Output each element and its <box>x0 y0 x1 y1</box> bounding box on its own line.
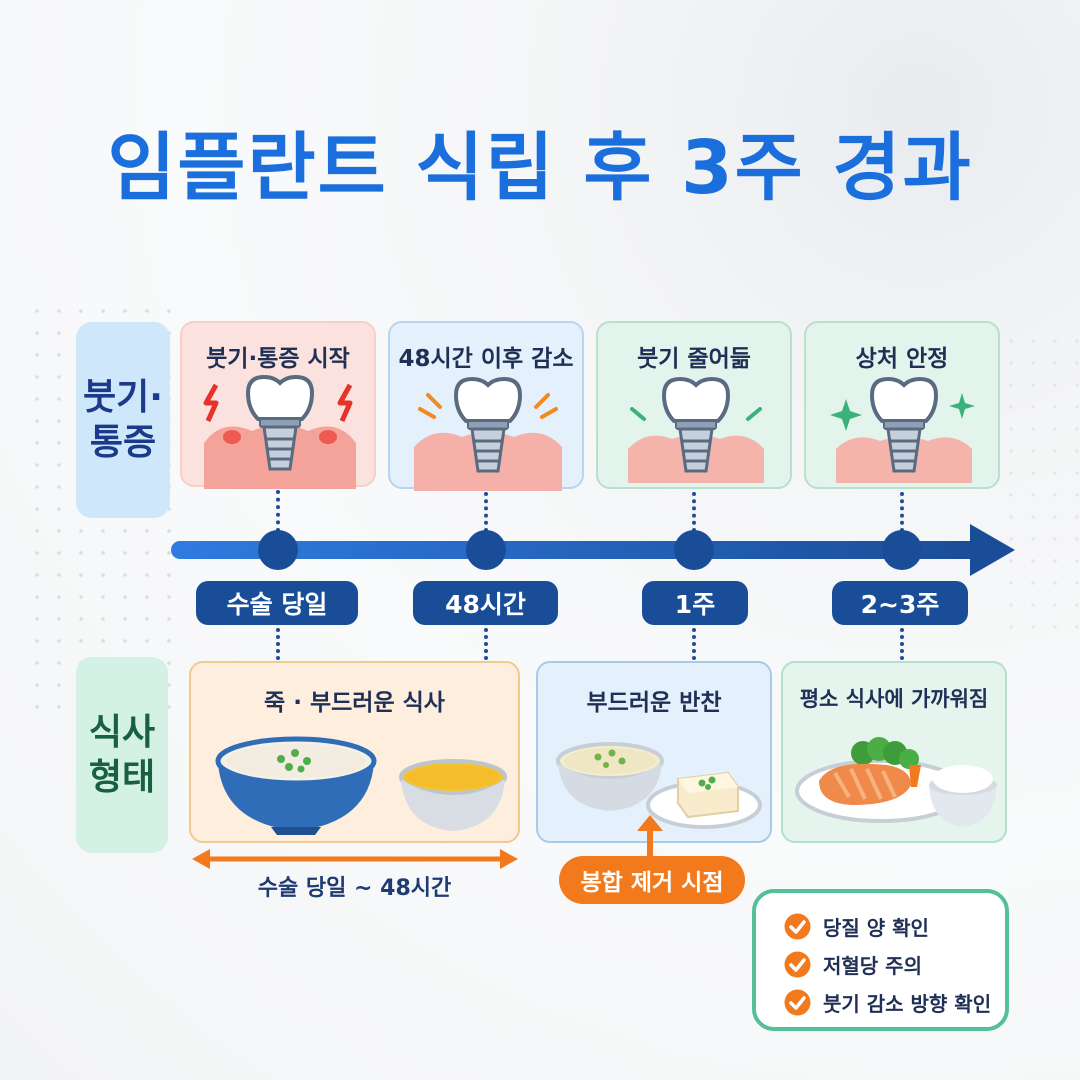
porridge-bowl-icon <box>215 736 507 835</box>
row-label-swelling-line2: 통증 <box>89 422 157 463</box>
row-label-meal-line1: 식사 <box>88 712 156 753</box>
stage-card-day0: 붓기·통증 시작 <box>180 321 376 489</box>
implant-stable-icon <box>830 376 975 483</box>
meal-card-porridge: 죽 · 부드러운 식사 <box>189 661 520 843</box>
implant-healing-icon <box>628 376 764 483</box>
suture-removal-badge: 봉합 제거 시점 <box>559 856 745 904</box>
dot-pattern-right <box>1000 330 1080 630</box>
timepoint-1w: 1주 <box>642 581 748 625</box>
meal-card-soft-side: 부드러운 반찬 <box>536 661 772 843</box>
stage-title-day0: 붓기·통증 시작 <box>206 346 350 372</box>
timeline-arrow <box>171 524 1015 576</box>
check-text: 당질 양 확인 <box>823 915 929 940</box>
check-item: 저혈당 주의 <box>784 945 1005 983</box>
connector-3w-upper <box>900 492 904 532</box>
check-item: 당질 양 확인 <box>784 907 1005 945</box>
row-label-meal: 식사 형태 <box>76 657 168 853</box>
stage-title-1w: 붓기 줄어듦 <box>637 346 751 372</box>
check-item: 붓기 감소 방향 확인 <box>784 983 1005 1021</box>
connector-3w-lower <box>900 628 904 660</box>
row-label-swelling-line1: 붓기· <box>83 377 163 418</box>
salmon-meal-icon <box>795 737 997 827</box>
range-label: 수술 당일 ~ 48시간 <box>257 876 452 901</box>
meal-title-soft-side: 부드러운 반찬 <box>586 690 722 716</box>
meal-card-normal: 평소 식사에 가까워짐 <box>781 661 1007 843</box>
up-arrow-icon <box>637 815 663 859</box>
row-label-meal-line2: 형태 <box>88 757 156 798</box>
meal-title-normal: 평소 식사에 가까워짐 <box>799 687 989 711</box>
check-circle-icon <box>784 913 811 939</box>
check-circle-icon <box>784 989 811 1015</box>
connector-48h-upper <box>484 492 488 532</box>
stage-card-3w: 상처 안정 <box>804 321 1000 489</box>
connector-48h-lower <box>484 628 488 660</box>
range-arrow <box>192 849 518 869</box>
check-text: 저혈당 주의 <box>823 953 922 978</box>
connector-1w-lower <box>692 628 696 660</box>
connector-day0-lower <box>276 628 280 660</box>
soft-side-dish-icon <box>556 742 762 829</box>
timepoint-day0: 수술 당일 <box>196 581 358 625</box>
row-label-swelling: 붓기· 통증 <box>76 322 170 518</box>
checklist-box: 당질 양 확인 저혈당 주의 붓기 감소 방향 확인 <box>752 889 1009 1031</box>
page-title: 임플란트 식립 후 3주 경과 <box>107 125 973 211</box>
check-text: 붓기 감소 방향 확인 <box>823 991 992 1016</box>
stage-card-48h: 48시간 이후 감소 <box>388 321 584 491</box>
timepoint-3w: 2~3주 <box>832 581 968 625</box>
implant-pain-icon <box>203 374 356 489</box>
implant-reducing-icon <box>414 376 562 491</box>
stage-title-48h: 48시간 이후 감소 <box>398 346 574 372</box>
stage-card-1w: 붓기 줄어듦 <box>596 321 792 489</box>
check-circle-icon <box>784 951 811 977</box>
connector-1w-upper <box>692 492 696 532</box>
meal-title-porridge: 죽 · 부드러운 식사 <box>264 690 445 716</box>
connector-day0-upper <box>276 490 280 532</box>
stage-title-3w: 상처 안정 <box>855 346 949 372</box>
timepoint-48h: 48시간 <box>413 581 558 625</box>
